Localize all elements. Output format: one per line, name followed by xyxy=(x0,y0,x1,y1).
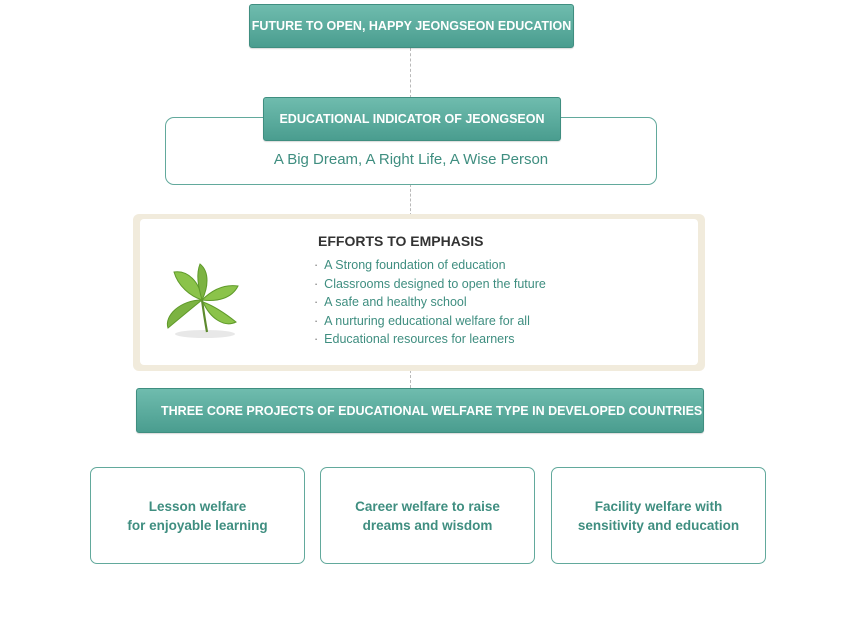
card-line: for enjoyable learning xyxy=(127,517,268,533)
top-banner-label: FUTURE TO OPEN, HAPPY JEONGSEON EDUCATIO… xyxy=(251,19,572,33)
indicator-motto: A Big Dream, A Right Life, A Wise Person xyxy=(273,151,549,168)
card-line: sensitivity and education xyxy=(577,517,740,533)
efforts-title: EFFORTS TO EMPHASIS xyxy=(318,233,484,249)
efforts-item-text: Classrooms designed to open the future xyxy=(324,276,546,291)
efforts-item-text: A safe and healthy school xyxy=(324,295,467,309)
efforts-panel xyxy=(133,214,705,371)
efforts-item-text: Educational resources for learners xyxy=(324,332,515,346)
indicator-title: EDUCATIONAL INDICATOR OF JEONGSEON xyxy=(279,112,545,126)
card-line: Lesson welfare xyxy=(148,498,247,514)
core-projects-banner: THREE CORE PROJECTS OF EDUCATIONAL WELFA… xyxy=(136,388,704,433)
efforts-list: · A Strong foundation of education · Class… xyxy=(314,256,546,349)
top-banner: FUTURE TO OPEN, HAPPY JEONGSEON EDUCATIO… xyxy=(249,4,574,48)
core-projects-label: THREE CORE PROJECTS OF EDUCATIONAL WELFA… xyxy=(161,403,703,418)
card-line: Career welfare to raise xyxy=(355,498,500,514)
bullet-icon: · xyxy=(314,295,319,309)
connector-line xyxy=(410,184,411,216)
efforts-list-item: · A safe and healthy school xyxy=(314,293,546,312)
indicator-title-tab: EDUCATIONAL INDICATOR OF JEONGSEON xyxy=(263,97,561,141)
card-lesson-welfare: Lesson welfare for enjoyable learning xyxy=(90,467,305,564)
card-line: Facility welfare with xyxy=(594,498,723,514)
efforts-item-text: A nurturing educational welfare for all xyxy=(324,313,530,328)
card-facility-welfare: Facility welfare with sensitivity and ed… xyxy=(551,467,766,564)
efforts-item-text: A Strong foundation of education xyxy=(324,258,506,272)
efforts-list-item: · Educational resources for learners xyxy=(314,330,546,349)
card-line: dreams and wisdom xyxy=(362,517,493,533)
efforts-list-item: · A nurturing educational welfare for all xyxy=(314,312,546,331)
connector-line xyxy=(410,370,411,388)
leaf-icon xyxy=(166,263,239,338)
connector-line xyxy=(410,48,411,98)
card-career-welfare: Career welfare to raise dreams and wisdo… xyxy=(320,467,535,564)
bullet-icon: · xyxy=(314,313,319,328)
bullet-icon: · xyxy=(314,276,319,291)
efforts-list-item: · A Strong foundation of education xyxy=(314,256,546,275)
bullet-icon: · xyxy=(314,258,319,272)
efforts-list-item: · Classrooms designed to open the future xyxy=(314,275,546,294)
bullet-icon: · xyxy=(314,332,319,346)
